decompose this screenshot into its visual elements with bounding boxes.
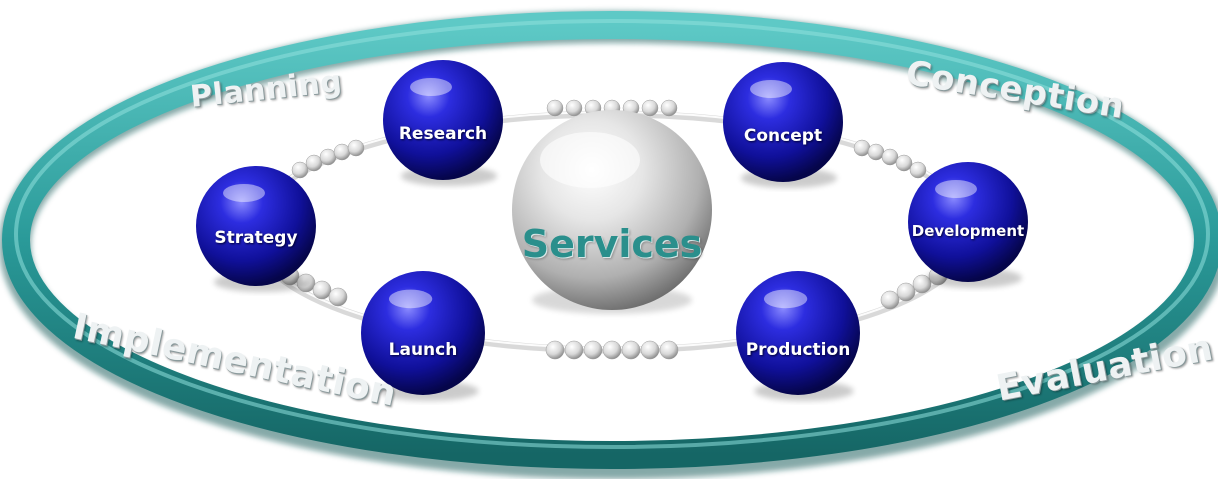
node-label-strategy: Strategy [214, 228, 298, 248]
bead [659, 340, 679, 360]
bead [912, 274, 932, 294]
node-label-production: Production [745, 340, 851, 360]
node-sphere-production [736, 271, 860, 401]
node-spheres [196, 60, 1028, 401]
bead [867, 143, 885, 161]
center-label: Services [521, 222, 703, 266]
bead [602, 340, 622, 360]
bead [880, 290, 900, 310]
bead-chain-bottom [545, 340, 679, 360]
bead [328, 287, 348, 307]
bead [909, 161, 927, 179]
bead [565, 99, 583, 117]
node-sphere-launch [361, 271, 485, 401]
node-label-launch: Launch [388, 340, 458, 360]
bead [881, 148, 899, 166]
bead-chain-upper-left [291, 139, 365, 179]
node-label-concept: Concept [743, 126, 823, 146]
bead-chain-top [546, 99, 678, 117]
node-sphere-research [383, 60, 503, 186]
bead [305, 154, 323, 172]
bead [660, 99, 678, 117]
bead [896, 282, 916, 302]
node-sphere-concept [723, 62, 843, 188]
bead [545, 340, 565, 360]
bead [347, 139, 365, 157]
bead [333, 143, 351, 161]
node-label-research: Research [398, 124, 488, 144]
bead [312, 280, 332, 300]
bead [895, 154, 913, 172]
bead [641, 99, 659, 117]
node-sphere-strategy [196, 166, 316, 292]
bead [640, 340, 660, 360]
bead [291, 161, 309, 179]
outer-ring [0, 11, 1218, 479]
bead [546, 99, 564, 117]
node-label-development: Development [911, 222, 1025, 240]
bead [583, 340, 603, 360]
node-sphere-development [908, 162, 1028, 288]
bead-chain-upper-right [853, 139, 927, 179]
bead [564, 340, 584, 360]
bead [319, 148, 337, 166]
center-sphere [512, 110, 712, 314]
bead [621, 340, 641, 360]
